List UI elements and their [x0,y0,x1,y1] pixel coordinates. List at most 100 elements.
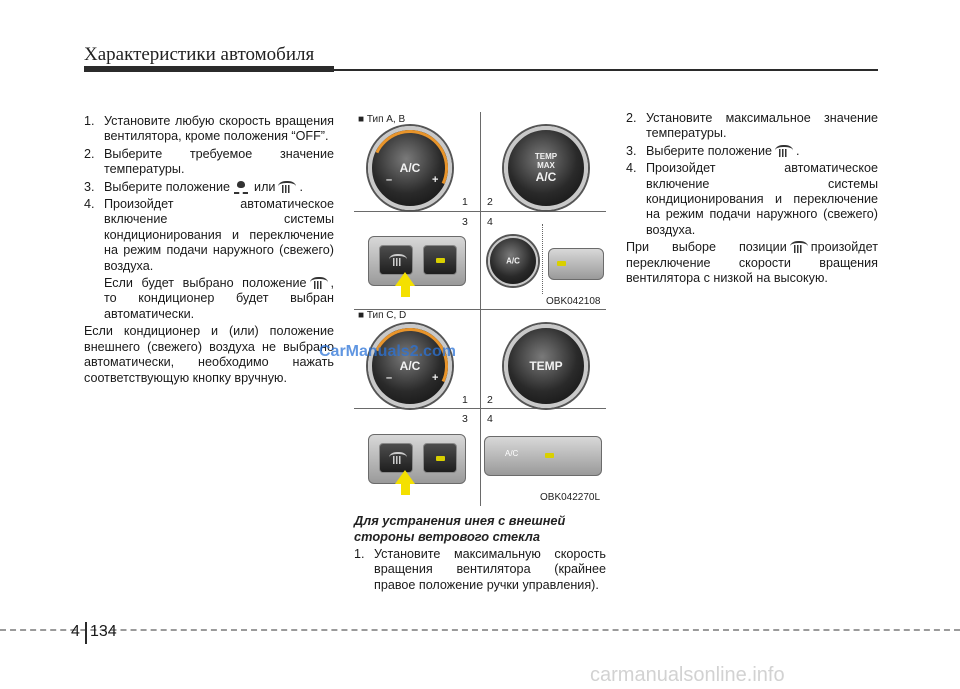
step-number: 3. [84,179,95,194]
step-1: 1. Установите любую скорость вращения ве… [84,114,334,145]
yellow-arrow [395,272,415,286]
knob-arc [361,317,459,415]
temp-label: TEMP [529,359,563,373]
middle-column: Для устранения инея с внешней стороны ве… [354,513,606,593]
dotted-divider [542,224,543,294]
callout-4: 4 [487,413,493,425]
defrost-step-4: 4. Произойдет автоматическое включение с… [626,161,878,238]
yellow-arrow [395,470,415,484]
callout-2: 2 [487,394,493,406]
watermark: CarManuals2.com [319,343,456,360]
step-text: Установите максимальное значение темпера… [646,111,878,141]
step-text: Выберите положение. [646,144,878,159]
windshield-defrost-icon [389,452,407,464]
recirculation-button [423,245,457,275]
temp-label: TEMP [534,152,558,161]
step-number: 4. [84,197,95,212]
left-column: 1. Установите любую скорость вращения ве… [84,114,334,386]
button-panel-ab [368,236,466,286]
step-text: Установите максимальную скорость вращени… [374,547,606,592]
small-ac-label: A/C [506,256,520,266]
windshield-defrost-icon [789,241,808,254]
page-number: 134 [90,623,117,640]
plus-label: + [432,174,439,186]
ac-knob: A/C – + [368,126,452,210]
ac-knob-label: A/C [399,161,421,175]
ac-knob-cd: A/C – + [368,324,452,408]
indicator-led [436,456,445,461]
defrost-step-1: 1. Установите максимальную скорость вращ… [354,547,606,593]
ac-mode-panel: A/C [484,436,602,476]
figure-divider-3 [354,408,606,409]
yellow-arrow-stem [401,483,410,495]
ac-knob-label: A/C [399,359,421,373]
step-text-mid: или [254,179,276,194]
temp-knob-max: TEMP MAX A/C [504,126,588,210]
callout-3: 3 [462,216,468,228]
manual-select-paragraph: Если кондиционер и (или) положение внешн… [84,324,334,385]
callout-2: 2 [487,196,493,208]
yellow-arrow-stem [401,285,410,297]
step-text-after: . [299,179,303,194]
step-text: Произойдет автоматическое включение сист… [646,161,878,237]
minus-label: – [386,372,393,384]
floor-defrost-icon [233,180,251,194]
step-number: 1. [354,547,365,561]
step-number: 4. [626,161,637,176]
recirculation-button [423,443,457,473]
auto-ac-note: Если будет выбрано положение, то кондици… [84,276,334,322]
note-text-before: Если будет выбрано положение [104,276,307,291]
ac-button-label: A/C [505,449,519,458]
step-number: 3. [626,143,637,158]
windshield-defrost-icon [389,254,407,266]
ac-knob-face: A/C [400,161,421,175]
figure-divider-2 [354,309,606,310]
type-cd-label: ■ Тип C, D [358,310,407,321]
step-4: 4. Произойдет автоматическое включение с… [84,197,334,274]
callout-1: 1 [462,196,468,208]
type-ab-label: ■ Тип A, B [358,114,406,125]
max-label: MAX [537,161,555,170]
temp-knob-face: TEMP [529,359,562,373]
step-number: 1. [84,114,95,128]
site-watermark: carmanualsonline.info [590,664,785,686]
step-text: Выберите положение или. [104,180,334,195]
indicator-led [436,258,445,263]
plus-label: + [432,372,439,384]
indicator-led [545,453,554,458]
step-text-before: Выберите положение [646,143,773,158]
knob-arc [361,119,459,217]
header-rule-thick [84,66,334,72]
defrost-step-3: 3. Выберите положение. [626,144,878,159]
front-defrost-button [379,443,413,473]
defrost-step-2: 2. Установите максимальное значение темп… [626,111,878,142]
ac-knob-face: A/C [400,359,421,373]
button-panel-cd [368,434,466,484]
callout-3: 3 [462,413,468,425]
climate-control-figure: ■ Тип A, B A/C – + TEMP MAX A/C 1 2 3 4 … [354,112,606,506]
small-knob-face: A/C [506,257,520,266]
step-text: Установите любую скорость вращения венти… [104,114,334,144]
paragraph-text-after: произойдет переключение скорости вращени… [626,240,878,286]
front-defrost-button [379,245,413,275]
step-3: 3. Выберите положение или. [84,180,334,195]
step-number: 2. [84,146,95,161]
footer-separator [85,622,87,644]
paragraph-text-before: При выборе позиции [626,240,787,255]
section-title: Характеристики автомобиля [84,44,315,65]
callout-1: 1 [462,394,468,406]
defrost-section-title: Для устранения инея с внешней стороны ве… [354,513,566,544]
footer-dashed-rule [0,629,960,631]
indicator-led [557,261,566,266]
note-text-after: , то кондиционер будет выбран автоматиче… [104,276,334,321]
figure-code-top: OBK042108 [546,296,601,307]
small-ac-knob: A/C [488,236,538,286]
windshield-defrost-icon [309,277,328,290]
step-text: Выберите требуемое значение температуры. [104,146,334,177]
step-text: Произойдет автоматическое включение сист… [104,197,334,273]
step-text-after: . [796,143,800,158]
windshield-defrost-icon [775,144,794,157]
callout-4: 4 [487,216,493,228]
step-text-before: Выберите положение [104,179,231,194]
